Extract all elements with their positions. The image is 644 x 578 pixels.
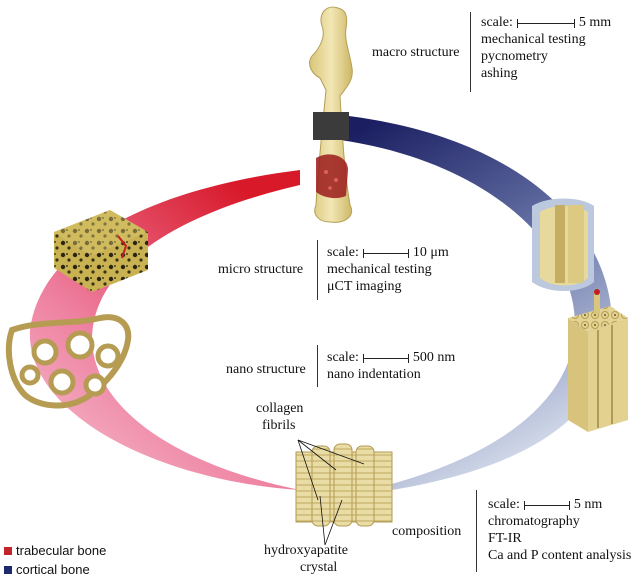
cortical-arc bbox=[330, 115, 613, 498]
nano-scale-value: 500 nm bbox=[412, 350, 456, 365]
trabecular-cube-illustration bbox=[54, 210, 148, 292]
macro-method-2: pycnometry bbox=[481, 49, 548, 64]
legend-label-trabecular: trabecular bone bbox=[16, 543, 107, 558]
macro-scale-bar bbox=[516, 18, 575, 28]
micro-structure-label: micro structure bbox=[218, 262, 304, 277]
composition-scale-prefix: scale: bbox=[488, 497, 520, 512]
cortical-section-illustration bbox=[532, 198, 594, 291]
macro-structure-label: macro structure bbox=[372, 45, 460, 60]
composition-divider bbox=[476, 490, 477, 572]
nano-divider bbox=[317, 345, 318, 387]
macro-method-1: mechanical testing bbox=[481, 32, 586, 47]
legend-label-cortical: cortical bone bbox=[16, 562, 90, 577]
fibril-bundle-illustration bbox=[295, 439, 393, 546]
macro-divider bbox=[470, 12, 471, 92]
micro-method-2: μCT imaging bbox=[327, 279, 402, 294]
macro-scale-prefix: scale: bbox=[481, 15, 513, 30]
micro-scale: scale: 10 μm bbox=[327, 244, 449, 261]
composition-scale-bar bbox=[523, 500, 570, 510]
nano-scale-bar bbox=[362, 353, 409, 363]
trabecular-arc bbox=[29, 170, 301, 490]
composition-method-3: Ca and P content analysis bbox=[488, 548, 632, 563]
micro-divider bbox=[317, 240, 318, 300]
osteon-illustration bbox=[568, 289, 628, 432]
hydroxyapatite-label-line2: crystal bbox=[300, 560, 338, 575]
micro-method-1: mechanical testing bbox=[327, 262, 432, 277]
composition-scale: scale: 5 nm bbox=[488, 496, 602, 513]
hydroxyapatite-label-line1: hydroxyapatite bbox=[264, 543, 348, 558]
macro-scale: scale: 5 mm bbox=[481, 14, 611, 31]
macro-scale-value: 5 mm bbox=[578, 15, 612, 30]
nano-scale: scale: 500 nm bbox=[327, 349, 455, 366]
micro-scale-value: 10 μm bbox=[412, 245, 449, 260]
collagen-fibrils-label-line2: fibrils bbox=[262, 418, 296, 433]
nano-structure-label: nano structure bbox=[226, 362, 306, 377]
legend-swatch-trabecular bbox=[4, 547, 12, 555]
composition-method-1: chromatography bbox=[488, 514, 580, 529]
nano-scale-prefix: scale: bbox=[327, 350, 359, 365]
legend-swatch-cortical bbox=[4, 566, 12, 574]
micro-scale-bar bbox=[362, 248, 409, 258]
trabecular-lattice-illustration bbox=[5, 314, 132, 409]
femur-illustration bbox=[309, 6, 353, 223]
micro-scale-prefix: scale: bbox=[327, 245, 359, 260]
macro-method-3: ashing bbox=[481, 66, 518, 81]
composition-label: composition bbox=[392, 524, 462, 539]
collagen-fibrils-label-line1: collagen bbox=[256, 401, 304, 416]
composition-method-2: FT-IR bbox=[488, 531, 522, 546]
composition-scale-value: 5 nm bbox=[573, 497, 603, 512]
nano-method-1: nano indentation bbox=[327, 367, 421, 382]
